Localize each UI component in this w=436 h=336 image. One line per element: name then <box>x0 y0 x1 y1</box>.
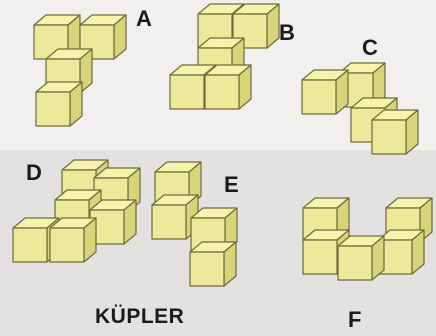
figure-f <box>302 197 433 281</box>
figure-label-f: F <box>348 307 362 332</box>
figure-label-a: A <box>136 6 152 31</box>
figure-c <box>301 62 419 155</box>
figure-b <box>169 3 280 110</box>
page-title: KÜPLER <box>95 305 185 328</box>
figure-label-b: B <box>279 20 295 45</box>
figure-d <box>12 159 141 263</box>
figure-e <box>151 161 238 287</box>
figure-label-d: D <box>26 160 42 185</box>
figure-label-e: E <box>224 172 239 197</box>
figure-a <box>33 14 127 127</box>
figure-label-c: C <box>362 35 378 60</box>
